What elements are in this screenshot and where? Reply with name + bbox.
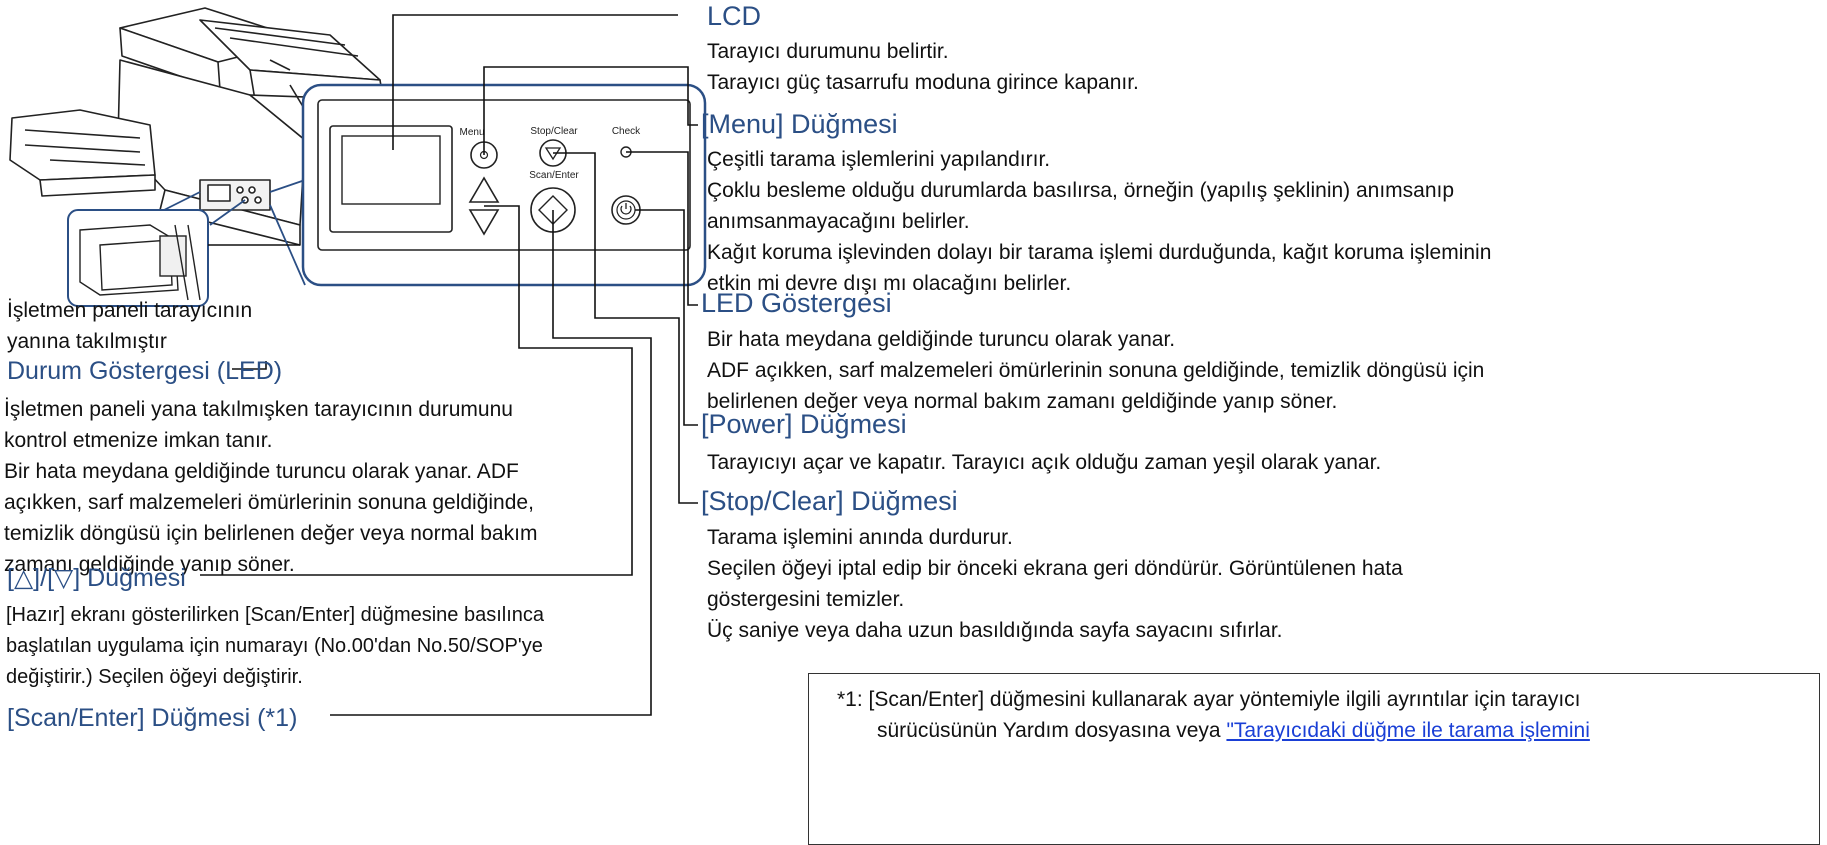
footnote-line-2-prefix: sürücüsünün Yardım dosyasına veya (877, 719, 1227, 742)
power-title: [Power] Düğmesi (701, 409, 907, 439)
description-line: Tarayıcı güç tasarrufu moduna girince ka… (707, 71, 1139, 94)
stop-clear-description: Tarama işlemini anında durdurur. Seçilen… (707, 522, 1403, 646)
description-line: temizlik döngüsü için belirlenen değer v… (4, 522, 538, 545)
menu-description: Çeşitli tarama işlemlerini yapılandırır.… (707, 144, 1491, 299)
scan-enter-label: Scan/Enter (529, 170, 579, 181)
up-down-buttons-illustration (468, 176, 500, 236)
description-line: Tarayıcıyı açar ve kapatır. Tarayıcı açı… (707, 451, 1382, 474)
help-link[interactable]: "Tarayıcıdaki düğme ile tarama işlemini (1226, 719, 1590, 742)
description-line: İşletmen paneli yana takılmışken tarayıc… (4, 398, 513, 421)
status-led-title: Durum Göstergesi (LED) (7, 357, 283, 385)
arrow-buttons-title: [△]/[▽] Düğmesi (7, 564, 186, 592)
status-led-description: İşletmen paneli yana takılmışken tarayıc… (4, 394, 537, 580)
stop-clear-label: Stop/Clear (530, 126, 578, 137)
stop-clear-title: [Stop/Clear] Düğmesi (701, 486, 958, 516)
description-line: değiştirir.) Seçilen öğeyi değiştirir. (6, 666, 303, 688)
mounted-caption: İşletmen paneli tarayıcının yanına takıl… (7, 295, 252, 357)
led-title: LED Göstergesi (701, 288, 892, 318)
description-line: zamanı geldiğinde yanıp söner. (4, 553, 295, 576)
down-arrow-icon (468, 209, 500, 236)
description-line: Bir hata meydana geldiğinde turuncu olar… (4, 460, 519, 483)
side-mount-inset (67, 209, 209, 307)
power-description: Tarayıcıyı açar ve kapatır. Tarayıcı açı… (707, 447, 1381, 478)
footnote-box: *1: [Scan/Enter] düğmesini kullanarak ay… (808, 673, 1820, 845)
arrow-buttons-description: [Hazır] ekranı gösterilirken [Scan/Enter… (6, 600, 544, 693)
description-line: anımsanmayacağını belirler. (707, 210, 970, 233)
description-line: Üç saniye veya daha uzun basıldığında sa… (707, 619, 1283, 642)
leader-lines (200, 14, 698, 716)
footnote-line-1: *1: [Scan/Enter] düğmesini kullanarak ay… (837, 688, 1581, 711)
description-line: Tarayıcı durumunu belirtir. (707, 40, 949, 63)
description-line: kontrol etmenize imkan tanır. (4, 429, 273, 452)
footnote-line-2: sürücüsünün Yardım dosyasına veya "Taray… (837, 715, 1590, 746)
description-line: ADF açıkken, sarf malzemeleri ömürlerini… (707, 359, 1485, 382)
lcd-description: Tarayıcı durumunu belirtir. Tarayıcı güç… (707, 36, 1139, 98)
scan-enter-button-illustration: Scan/Enter (529, 170, 579, 233)
scan-enter-title: [Scan/Enter] Düğmesi (*1) (7, 704, 298, 732)
description-line: Seçilen öğeyi iptal edip bir önceki ekra… (707, 557, 1403, 580)
description-line: Çeşitli tarama işlemlerini yapılandırır. (707, 148, 1051, 171)
description-line: belirlenen değer veya normal bakım zaman… (707, 390, 1338, 413)
description-line: etkin mi devre dışı mı olacağını belirle… (707, 272, 1072, 295)
operator-panel (301, 83, 707, 287)
lcd-title: LCD (707, 1, 762, 31)
menu-label: Menu (459, 127, 484, 138)
description-line: Kağıt koruma işlevinden dolayı bir taram… (707, 241, 1492, 264)
check-label: Check (612, 126, 641, 137)
description-line: [Hazır] ekranı gösterilirken [Scan/Enter… (6, 604, 545, 626)
description-line: açıkken, sarf malzemeleri ömürlerinin so… (4, 491, 534, 514)
menu-title: [Menu] Düğmesi (701, 109, 898, 139)
description-line: Tarama işlemini anında durdurur. (707, 526, 1013, 549)
led-description: Bir hata meydana geldiğinde turuncu olar… (707, 324, 1484, 417)
mounted-caption-line: yanına takılmıştır (7, 330, 167, 353)
mounted-caption-line: İşletmen paneli tarayıcının (7, 299, 253, 322)
description-line: Çoklu besleme olduğu durumlarda basılırs… (707, 179, 1455, 202)
description-line: başlatılan uygulama için numarayı (No.00… (6, 635, 543, 657)
description-line: göstergesini temizler. (707, 588, 905, 611)
description-line: Bir hata meydana geldiğinde turuncu olar… (707, 328, 1176, 351)
up-arrow-icon (468, 176, 500, 203)
footnote-text: *1: [Scan/Enter] düğmesini kullanarak ay… (837, 684, 1590, 746)
